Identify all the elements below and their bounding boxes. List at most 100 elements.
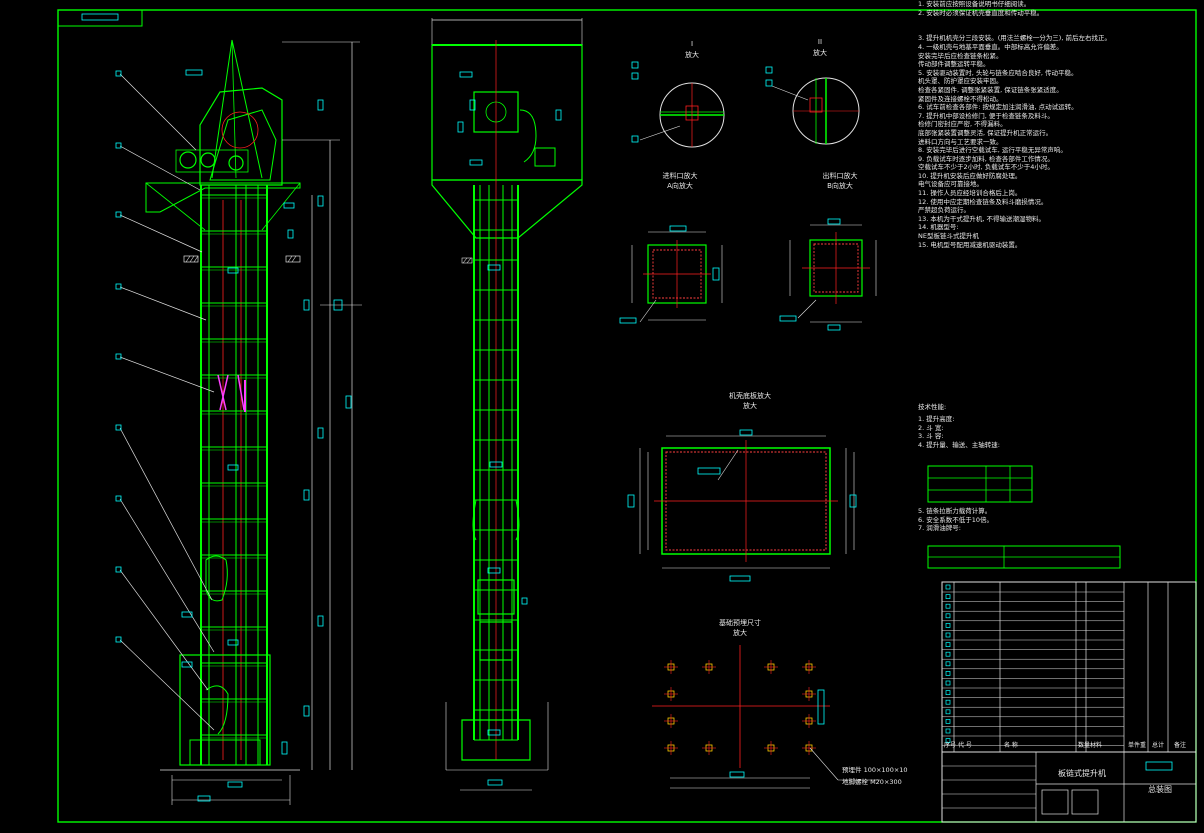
note-line: [918, 17, 1200, 26]
balloon-leader: [119, 145, 201, 191]
balloon-leader: [119, 498, 215, 653]
tech-lines: 1. 提升高度: 2. 斗 宽: 3. 斗 容: 4. 提升量、输送、主轴转速:: [918, 415, 1038, 463]
dimension-tag: [303, 299, 310, 311]
side-elevation-view: [115, 39, 362, 805]
tech-line: 1. 提升高度:: [918, 415, 955, 423]
note-line: 6. 试车前检查各部件: 按规定加注润滑油, 点动试运转。: [918, 103, 1078, 112]
note-line: NE型板链斗式提升机: [918, 232, 979, 241]
parts-header-cell: 备注: [1174, 742, 1187, 749]
dimension-tag: [303, 705, 310, 717]
parts-index-tag: [945, 623, 951, 628]
note-line: 检查各紧固件, 调整张紧装置, 保证链条张紧适度。: [918, 85, 1063, 94]
installation-notes: 1. 安装前应按照设备说明书仔细阅读。2. 安装时必须保证机壳垂直度和传动平稳。…: [918, 0, 1200, 400]
note-line: 进料口方向与工艺要求一致。: [918, 137, 1003, 146]
corner-tag: [81, 13, 119, 21]
parts-index-tag: [945, 613, 951, 619]
note-line: 13. 本机为干式提升机, 不得输送潮湿物料。: [918, 214, 1046, 223]
note-line: 2. 安装时必须保证机壳垂直度和传动平稳。: [918, 8, 1044, 17]
performance-table: [927, 465, 1033, 503]
anchor-plan-sub: 放大: [733, 629, 747, 637]
dimension-tag: [345, 395, 352, 409]
note-line: 电气设备应可靠接地。: [918, 180, 983, 189]
balloon-tag: [115, 636, 122, 643]
parts-header-cell: 单件重: [1128, 742, 1147, 749]
balloon-tag: [115, 566, 122, 573]
note-line: 严禁超负荷运行。: [918, 206, 970, 215]
dimension-tag: [469, 99, 476, 111]
base-section-sub: 放大: [743, 402, 757, 410]
detail-1-scale: 放大: [685, 51, 699, 59]
note-line: 11. 操作人员应经培训合格后上岗。: [918, 189, 1022, 198]
note-line: 10. 提升机安装后应做好防腐处理。: [918, 171, 1022, 180]
anchor-plan-label: 基础预埋尺寸: [719, 619, 761, 627]
section-a-sub: A向放大: [667, 182, 693, 190]
parts-header-cell: 名 称: [1004, 742, 1018, 749]
machine-name: 板链式提升机: [1058, 769, 1106, 778]
dimension-tag: [317, 195, 324, 207]
parts-index-tag: [945, 642, 951, 647]
parts-index-tag: [945, 584, 951, 590]
parts-index-tag: [945, 603, 951, 609]
dimension-tag: [197, 795, 211, 802]
front-elevation-view: [431, 18, 583, 791]
dimension-tag: [521, 597, 528, 605]
parts-index-tag: [945, 738, 951, 743]
tech-line: 4. 提升量、输送、主轴转速:: [918, 440, 1000, 449]
note-line: 机头罩、防护罩应安装牢固。: [918, 77, 1003, 86]
dimension-tag: [227, 639, 239, 646]
title-block: [941, 751, 1197, 823]
after-lines: 5. 链条拉断力载荷计算。6. 安全系数不低于10倍。7. 润滑油牌号:: [918, 507, 1098, 543]
note-line: 12. 使用中应定期检查链条及料斗磨损情况。: [918, 197, 1048, 206]
balloon-tag: [115, 283, 122, 290]
parts-index-tag: [945, 709, 951, 715]
note-line: 3. 提升机机壳分三段安装。(用法兰螺栓一分为三), 前后左右找正。: [918, 34, 1111, 43]
dimension-tag: [457, 121, 464, 133]
after-line: 7. 润滑油牌号:: [918, 524, 961, 533]
note-line: 空载试车不少于2小时, 负载试车不少于4小时。: [918, 163, 1054, 172]
detail-1-view: [631, 61, 725, 148]
base-section-label: 机壳底板放大: [729, 392, 771, 400]
after-line: 5. 链条拉断力载荷计算。: [918, 507, 992, 515]
parts-index-tag: [945, 728, 951, 734]
dimension-tag: [459, 71, 473, 78]
detail-1-label: I: [690, 40, 694, 48]
dimension-tag: [287, 229, 294, 239]
note-line: 紧固件及连接螺栓不得松动。: [918, 94, 1003, 103]
corner-box: [57, 9, 143, 27]
detail-2-view: [765, 66, 860, 145]
dimension-tag: [317, 99, 324, 111]
section-a-view: [619, 225, 723, 324]
dimension-tag: [487, 567, 501, 574]
note-line: 9. 负载试车时逐步加料, 检查各部件工作情况。: [918, 154, 1054, 163]
dimension-tag: [283, 202, 295, 209]
note-line: 5. 安装驱动装置时, 头轮与链条应啮合良好, 传动平稳。: [918, 68, 1078, 77]
dimension-tag: [487, 264, 501, 271]
balloon-leader: [119, 569, 209, 691]
anchor-note-1: 预埋件 100×100×10: [842, 766, 908, 774]
base-section-view: [627, 429, 857, 582]
balloon-tag: [115, 353, 122, 360]
dimension-tag: [185, 69, 203, 76]
tech-title: 技术性能:: [918, 403, 947, 411]
balloon-leader: [119, 639, 215, 731]
anchor-note-2: 地脚螺栓 M20×300: [842, 778, 902, 786]
parts-index-tag: [945, 651, 951, 657]
section-b-sub: B向放大: [827, 182, 853, 190]
dimension-tag: [227, 464, 239, 471]
parts-index-tag: [945, 719, 951, 724]
balloon-tag: [115, 70, 122, 77]
balloon-leader: [119, 214, 203, 253]
parts-header: 序号代 号名 称数量材料单件重总计备注: [942, 742, 1196, 752]
parts-header-cell: 材料: [1090, 742, 1103, 749]
note-line: 安装完毕后应检查链条松紧。: [918, 51, 1003, 60]
balloon-leader: [119, 286, 207, 321]
detail-2-label: II: [817, 38, 823, 46]
dimension-tag: [227, 267, 239, 274]
drawing-label: 总装图: [1148, 785, 1172, 794]
note-line: 底部张紧装置调整灵活, 保证提升机正常运行。: [918, 128, 1053, 137]
dimension-tag: [487, 729, 501, 736]
dimension-tag: [489, 461, 503, 468]
balloon-tag: [115, 211, 122, 218]
tech-line: 2. 斗 宽:: [918, 423, 944, 432]
